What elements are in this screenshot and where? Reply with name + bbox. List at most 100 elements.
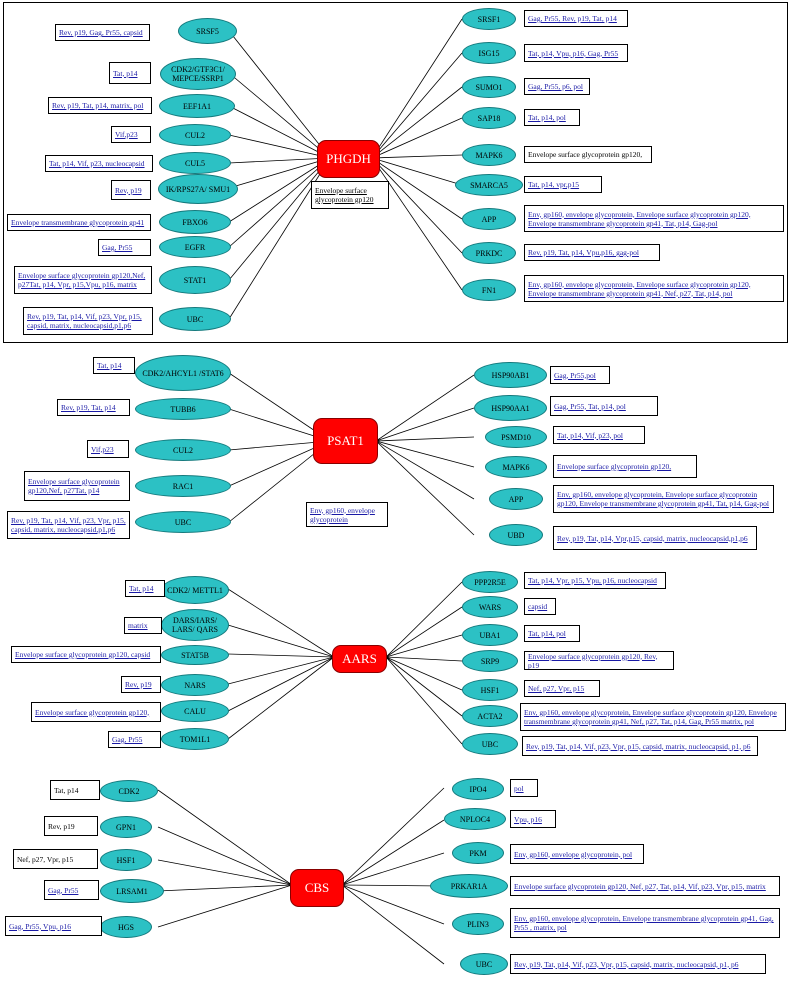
viral-protein-box: Rev, p19, Tat, p14, Vif, p23, Vpr, p15, … (522, 736, 758, 756)
viral-protein-box: Gag, Pr55 (44, 880, 99, 900)
protein-node: RAC1 (135, 475, 231, 497)
protein-node: UBD (489, 524, 543, 546)
viral-protein-box: capsid (524, 598, 556, 615)
viral-protein-box: Tat, p14, Vpr, p15, Vpu, p16, nucleocaps… (524, 572, 666, 589)
protein-node: HSP90AA1 (474, 395, 547, 421)
protein-node: NPLOC4 (444, 808, 506, 830)
protein-node: SRP9 (462, 650, 518, 672)
protein-node: NARS (161, 674, 229, 696)
protein-node: CDK2/GTF3C1/ MEPCE/SSRP1 (160, 58, 236, 90)
viral-protein-box: Tat, p14, Vif, p23, nucleocapsid (45, 155, 153, 172)
protein-node: UBC (462, 733, 518, 755)
protein-node: PRKAR1A (430, 874, 508, 898)
protein-node: MAPK6 (462, 144, 516, 166)
viral-protein-box: Rev, p19, Tat, p14, Vif, p23, Vpr, p15, … (510, 954, 766, 974)
viral-protein-box: Gag, Pr55, Tat, p14, pol (550, 396, 658, 416)
protein-node: LRSAM1 (100, 879, 164, 903)
viral-protein-box: Envelope surface glycoprotein gp120, (524, 146, 652, 163)
protein-node: CDK2/AHCYL1 /STAT6 (135, 355, 231, 391)
protein-node: PRKDC (462, 242, 516, 264)
viral-protein-box: Env, gp160, envelope glycoprotein, pol (510, 844, 644, 864)
viral-protein-box: Tat, p14, vpr,p15 (524, 176, 602, 193)
protein-node: TOM1L1 (161, 728, 229, 750)
protein-node: EGFR (159, 236, 231, 258)
viral-protein-box: Rev, p19, Tat, p14, matrix, pol (48, 97, 152, 114)
hub-node: CBS (290, 869, 344, 907)
protein-node: GPN1 (100, 816, 152, 838)
protein-node: MAPK6 (485, 456, 547, 478)
protein-node: SRSF1 (462, 8, 516, 30)
protein-node: CDK2/ METTL1 (161, 576, 229, 604)
viral-protein-box: Gag, Pr55 (108, 731, 161, 748)
viral-protein-box: Envelope surface glycoprotein gp120, Nef… (510, 876, 780, 896)
viral-protein-box: Tat, p14 (93, 357, 135, 374)
protein-node: PKM (452, 842, 504, 864)
protein-node: CUL2 (159, 124, 231, 146)
hub-node: PHGDH (317, 140, 380, 178)
protein-node: FBXO6 (159, 210, 231, 234)
viral-protein-box: Env, gp160, envelope glycoprotein, Envel… (553, 485, 774, 513)
viral-protein-box: Rev, p19, Tat, p14 (57, 399, 130, 416)
viral-protein-box: Nef, p27, Vpr, p15 (13, 849, 98, 869)
protein-node: DARS/IARS/ LARS/ QARS (161, 609, 229, 641)
protein-node: IK/RPS27A/ SMU1 (158, 174, 238, 204)
protein-node: CALU (161, 700, 229, 722)
viral-protein-box: Rev, p19, Tat, p14, Vpu,p16, gag-pol (524, 244, 660, 261)
protein-node: HSF1 (462, 679, 518, 701)
viral-protein-box: Gag, Pr55, Vpu, p16 (5, 916, 102, 936)
viral-protein-box: Envelope surface glycoprotein gp120, (553, 455, 697, 478)
hub-node: PSAT1 (313, 418, 378, 464)
viral-protein-box: pol (510, 779, 538, 797)
protein-node: UBC (460, 953, 508, 975)
protein-node: ISG15 (462, 42, 516, 64)
viral-protein-box: Rev, p19, Tat, p14, Vpr,p15, capsid, mat… (553, 526, 757, 550)
viral-protein-box: Tat, p14 (125, 580, 165, 597)
protein-node: APP (462, 208, 516, 230)
viral-protein-box: Envelope surface glycoprotein gp120, Rev… (524, 651, 674, 670)
viral-protein-box: Envelope surface glycoprotein gp120, cap… (11, 646, 161, 663)
protein-node: WARS (462, 596, 518, 618)
viral-protein-box: Gag, Pr55, p6, pol (524, 78, 590, 95)
viral-protein-box: Tat, p14, pol (524, 625, 580, 642)
viral-protein-box: Envelope surface glycoprotein gp120, (31, 702, 161, 722)
protein-node: UBC (135, 511, 231, 533)
protein-node: UBA1 (462, 624, 518, 646)
viral-protein-box: Tat, p14 (50, 780, 100, 800)
protein-node: SUMO1 (462, 76, 516, 98)
protein-node: SAP18 (462, 107, 516, 129)
protein-node: TUBB6 (135, 398, 231, 420)
viral-protein-box: Env, gp160, envelope glycoprotein, Envel… (520, 703, 786, 731)
protein-node: HGS (100, 916, 152, 938)
viral-protein-box: Envelope surface glycoprotein gp120,Nef,… (14, 266, 152, 294)
protein-node: PLIN3 (452, 913, 504, 935)
protein-node: IPO4 (452, 778, 504, 800)
viral-protein-box: Gag, Pr55,pol (550, 366, 610, 384)
viral-protein-box: Env, gp160, envelope glycoprotein, Envel… (524, 275, 784, 302)
viral-protein-box: Rev, p19, Tat, p14, Vif, p23, Vpr, p15, … (7, 511, 130, 539)
viral-protein-box: Rev, p19 (111, 180, 151, 200)
viral-protein-box: Tat, p14, Vpu, p16, Gag, Pr55 (524, 44, 628, 62)
protein-node: HSF1 (100, 849, 152, 871)
protein-node: FN1 (462, 279, 516, 301)
protein-node: HSP90AB1 (474, 362, 547, 388)
protein-node: CDK2 (100, 780, 158, 802)
viral-protein-box: Vpu, p16 (510, 810, 556, 828)
viral-protein-box: Tat, p14, Vif, p23, pol (553, 426, 645, 444)
protein-node: UBC (159, 307, 231, 331)
viral-protein-box: Tat, p14 (109, 62, 151, 84)
viral-protein-box: Tat, p14, pol (524, 109, 580, 126)
viral-protein-box: matrix (124, 617, 162, 634)
viral-protein-box: Nef, p27, Vpr, p15 (524, 680, 600, 697)
protein-node: STAT1 (159, 266, 231, 294)
protein-node: SMARCA5 (455, 174, 523, 196)
protein-node: PSMD10 (485, 426, 547, 448)
hub-node: AARS (332, 645, 387, 673)
protein-node: EEF1A1 (159, 94, 235, 118)
viral-protein-box: Rev, p19, Gag, Pr55, capsid (55, 24, 150, 41)
viral-protein-box: Gag, Pr55, Rev, p19, Tat, p14 (524, 10, 628, 27)
viral-protein-box: Env, gp160, envelope glycoprotein, Envel… (510, 908, 780, 938)
viral-protein-box: Rev, p19, Tat, p14, Vif, p23, Vpr, p15, … (23, 307, 153, 335)
viral-protein-box: Rev, p19 (121, 676, 161, 693)
protein-node: CUL2 (135, 439, 231, 461)
